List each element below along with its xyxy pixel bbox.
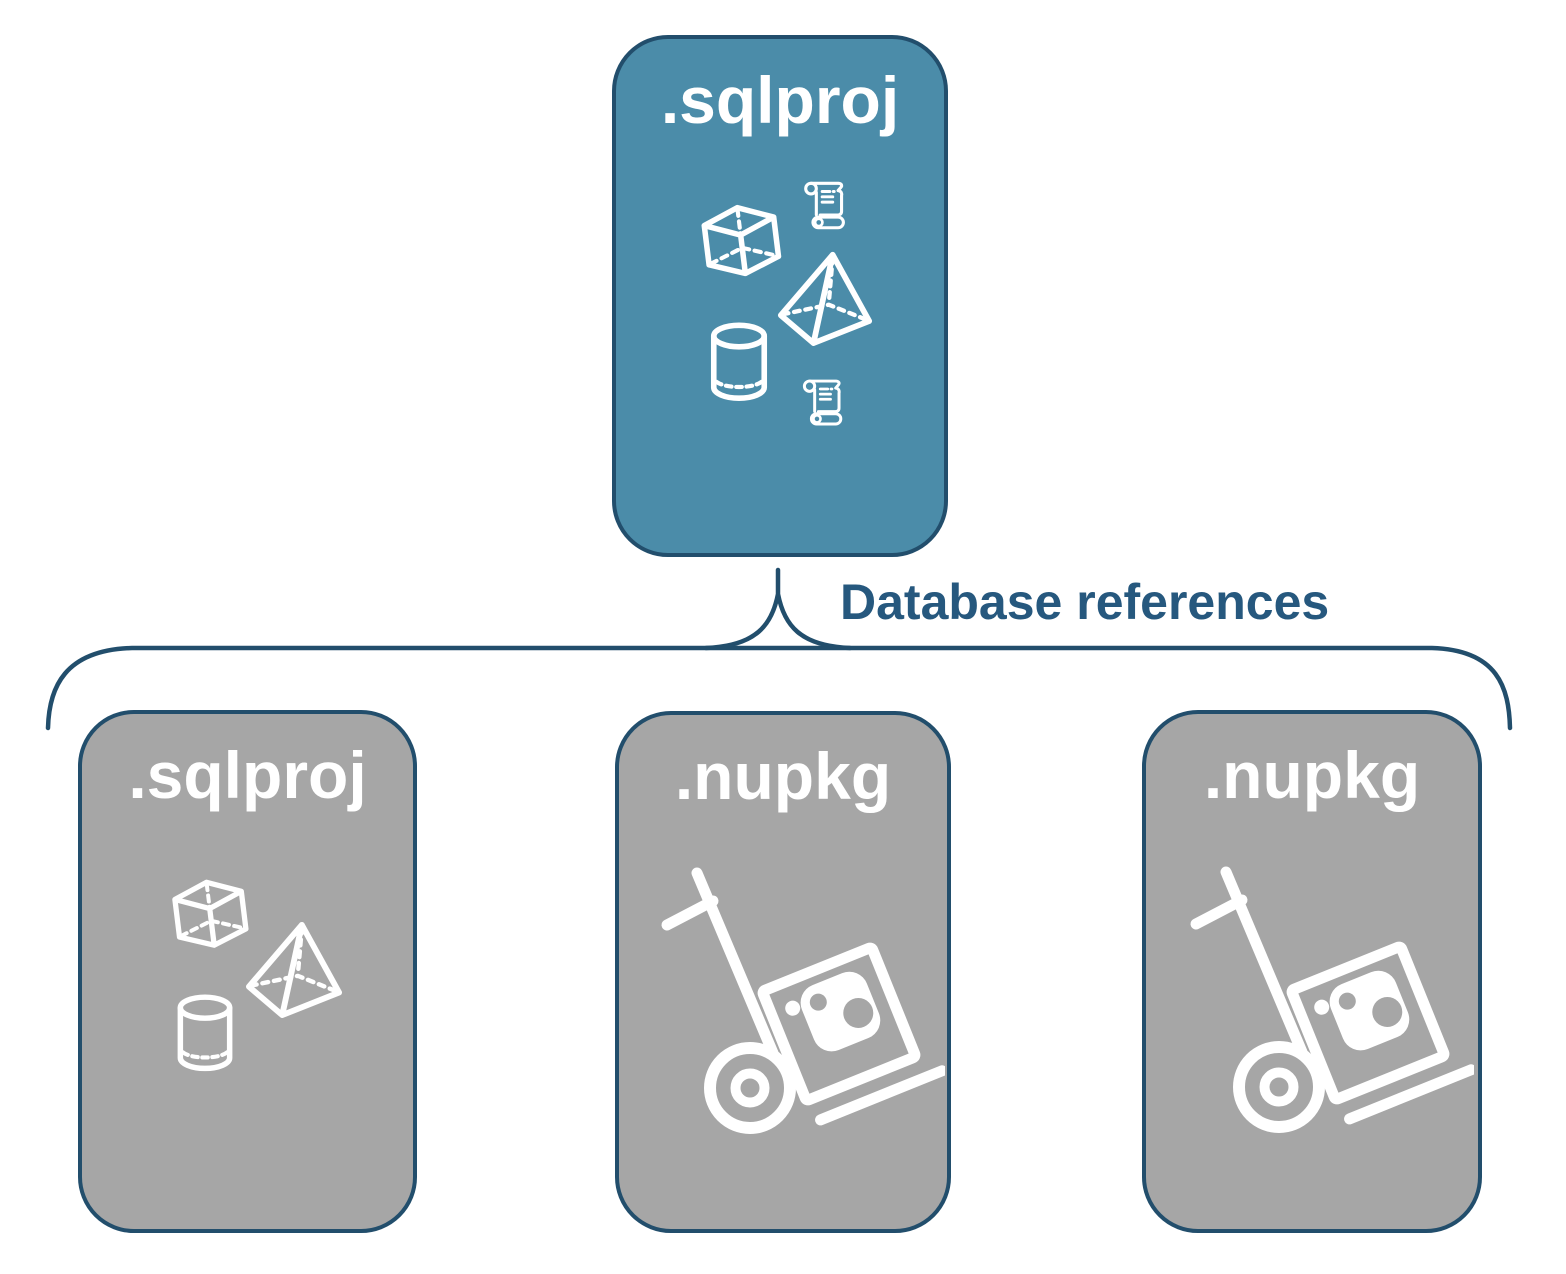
pyramid-icon	[774, 250, 876, 346]
cylinder-icon	[170, 994, 240, 1078]
root-box-title: .sqlproj	[660, 63, 900, 137]
child-box-title: .nupkg	[1203, 738, 1421, 812]
root-box-sqlproj: .sqlproj	[612, 35, 948, 557]
cylinder-icon	[704, 322, 774, 408]
scroll-icon	[797, 176, 855, 236]
package-dolly-icon	[1184, 860, 1474, 1142]
child-box-title: .sqlproj	[128, 738, 367, 812]
cube-icon	[167, 875, 255, 963]
child-box-title: .nupkg	[674, 739, 892, 813]
pyramid-icon	[244, 920, 344, 1018]
database-references-label: Database references	[840, 574, 1330, 630]
package-dolly-icon	[655, 861, 945, 1143]
child-box-sqlproj: .sqlproj	[78, 710, 417, 1233]
scroll-icon	[796, 374, 852, 432]
child-box-nupkg-2: .nupkg	[1142, 710, 1482, 1233]
child-box-nupkg-1: .nupkg	[615, 711, 951, 1233]
